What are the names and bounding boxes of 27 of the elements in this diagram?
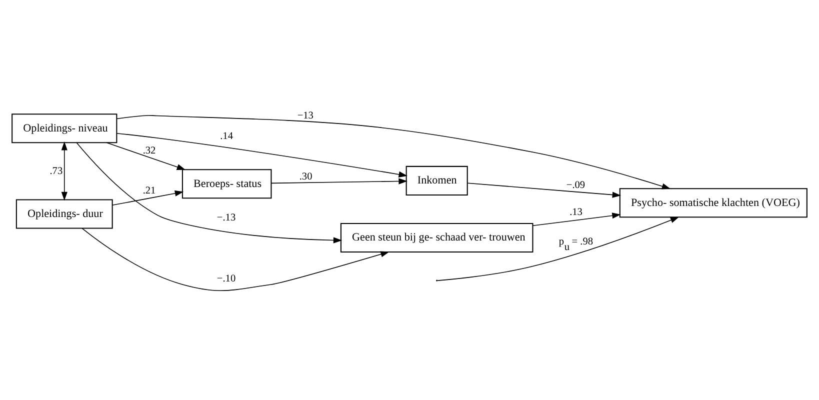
edge-label: .14 — [220, 130, 233, 142]
arrow — [106, 142, 186, 170]
edge-label: .32 — [142, 144, 156, 156]
arrow — [112, 190, 184, 206]
node-box: Inkomen — [406, 165, 468, 195]
edge-label: −.10 — [216, 273, 236, 284]
node-box: Opleidings- duur — [16, 198, 113, 228]
node-box: Psycho- somatische klachten (VOEG) — [619, 188, 808, 218]
arrow — [76, 142, 342, 243]
edge-label: .73 — [50, 165, 63, 176]
edge-label: .21 — [142, 185, 156, 196]
node-box: Beroeps- status — [182, 168, 272, 198]
edge-label: .13 — [570, 206, 582, 218]
arrow — [116, 132, 408, 177]
arrow — [270, 178, 408, 184]
arrow — [532, 212, 621, 226]
arrow — [467, 182, 622, 198]
arrow — [437, 216, 680, 280]
node-box: Opleidings- niveau — [12, 113, 118, 143]
node-box: Geen steun bij ge- schaad ver- trouwen — [340, 222, 534, 252]
edge-label: −.13 — [216, 212, 236, 224]
edge-label: −13 — [297, 110, 314, 121]
edge-label: −.09 — [566, 180, 586, 191]
edge-label: .30 — [299, 170, 312, 182]
arrow — [116, 114, 671, 189]
arrow — [82, 227, 390, 291]
arrow — [61, 141, 68, 200]
